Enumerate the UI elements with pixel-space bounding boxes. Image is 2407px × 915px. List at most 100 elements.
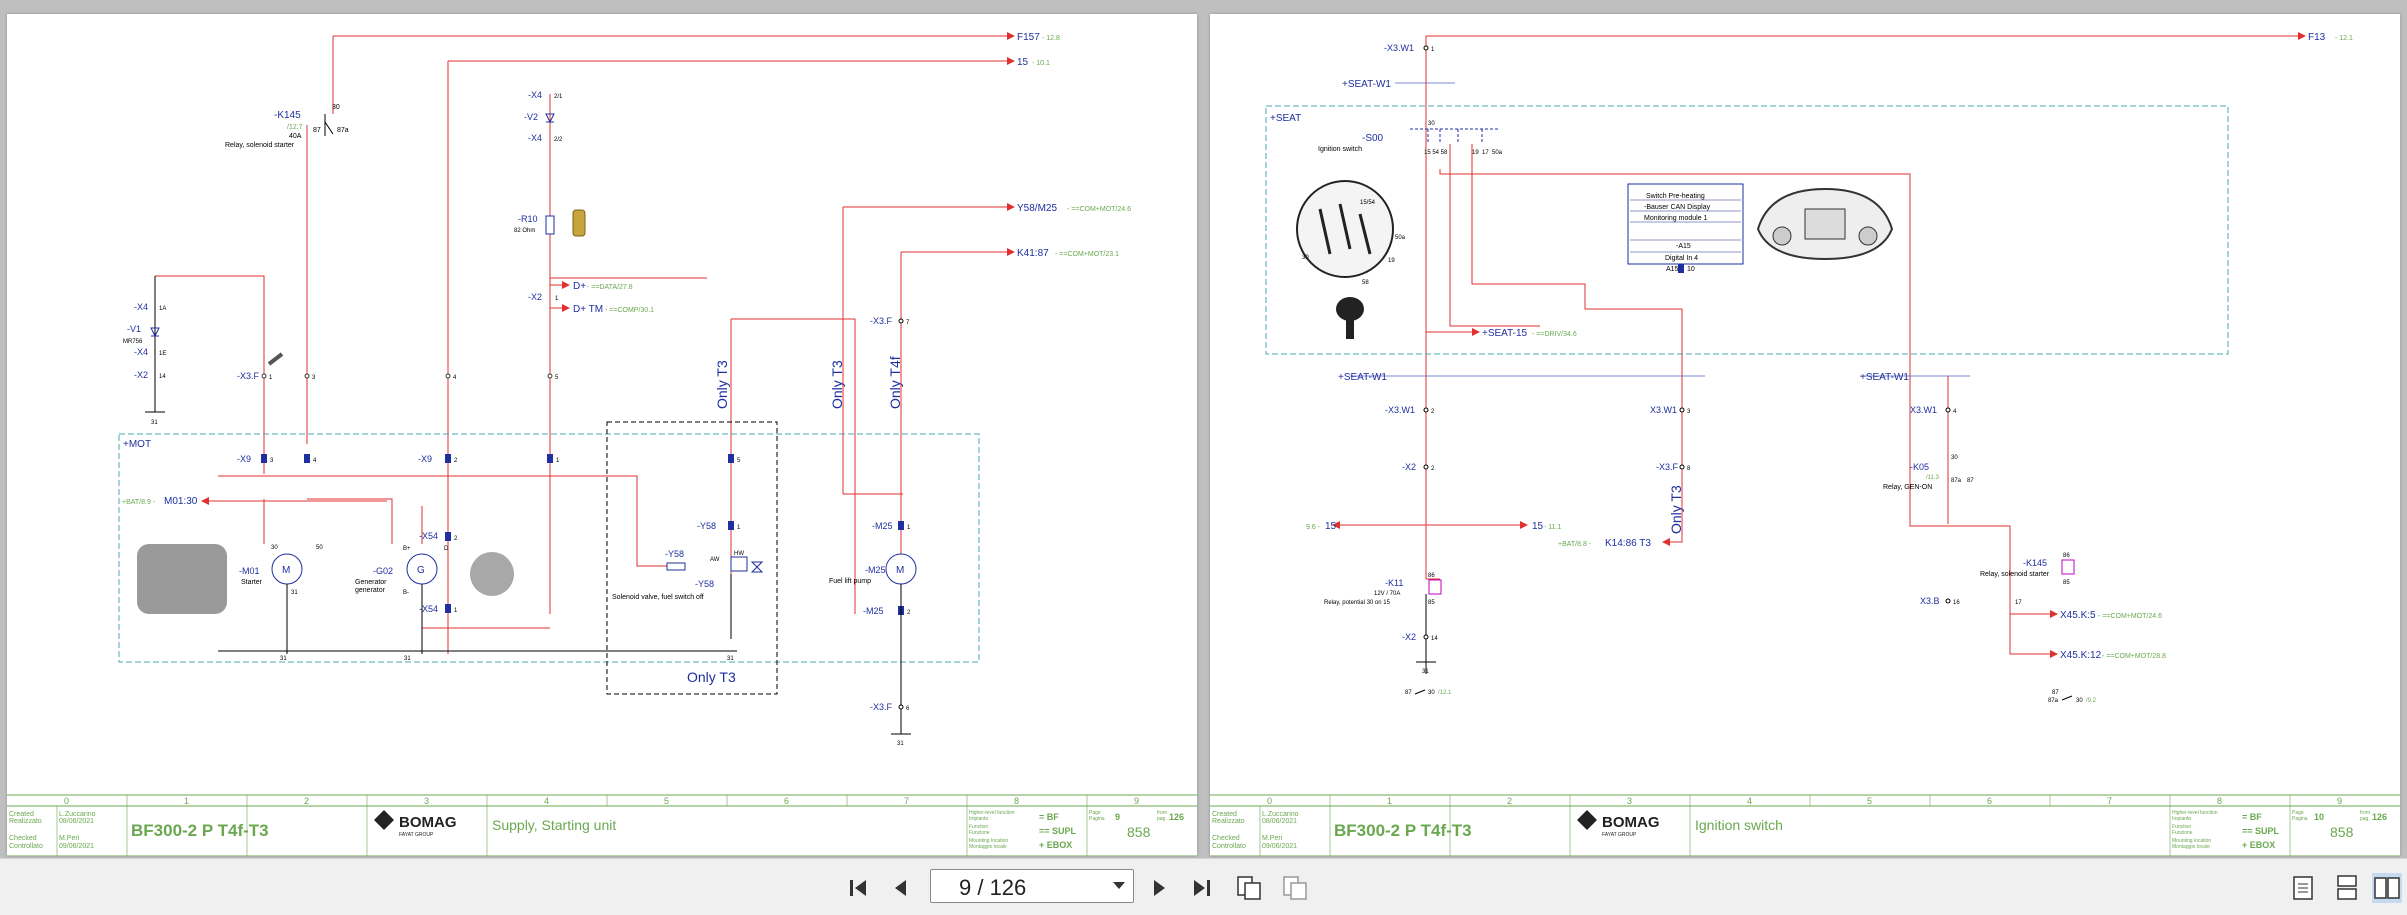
- svg-text:3: 3: [424, 796, 429, 806]
- svg-text:Pagina: Pagina: [1089, 816, 1105, 822]
- chevron-down-icon[interactable]: [1113, 882, 1125, 889]
- svg-text:- 12.8: - 12.8: [1042, 35, 1060, 42]
- svg-text:1: 1: [1431, 47, 1435, 53]
- svg-text:Relay, potential 30 on 15: Relay, potential 30 on 15: [1324, 600, 1391, 606]
- svg-text:1: 1: [269, 375, 273, 381]
- schematic-page-9[interactable]: F157 15 Y58/M25 K41:87 D+ D+ TM M01:30 -…: [7, 14, 1197, 856]
- area-seat: [1265, 105, 2229, 355]
- display-panel-icon: [1756, 187, 1894, 261]
- svg-text:X3.W1: X3.W1: [1910, 405, 1937, 415]
- svg-text:2: 2: [454, 458, 458, 464]
- svg-text:Mounting location: Mounting location: [969, 838, 1008, 844]
- relay-k145: -K145 30 87 87a /12.7 40A Relay, solenoi…: [225, 104, 349, 149]
- svg-text:Starter: Starter: [241, 579, 263, 586]
- duplicate-icon[interactable]: [1280, 873, 1310, 903]
- svg-text:= BF: = BF: [2242, 812, 2262, 822]
- svg-text:-G02: -G02: [373, 566, 393, 576]
- bomag-logo: BOMAG FAYAT GROUP: [374, 810, 457, 838]
- svg-text:-X9: -X9: [418, 454, 432, 464]
- svg-text:2: 2: [454, 536, 458, 542]
- svg-text:16: 16: [1953, 600, 1960, 606]
- two-page-view-icon[interactable]: [2372, 873, 2402, 903]
- seat-w1-label-2: +SEAT-W1: [1338, 372, 1387, 383]
- schematic-page-10[interactable]: F13 15 15 K14:86 T3 X45.K:5 X45.K:12 +SE…: [1210, 14, 2400, 856]
- svg-text:-X54: -X54: [419, 604, 438, 614]
- svg-text:- ==COMP/30.1: - ==COMP/30.1: [605, 307, 654, 314]
- svg-text:BOMAG: BOMAG: [399, 814, 457, 831]
- single-page-view-icon[interactable]: [2288, 873, 2318, 903]
- ref-dplus: D+: [573, 281, 586, 292]
- prev-page-icon[interactable]: [886, 873, 916, 903]
- svg-text:1: 1: [907, 525, 911, 531]
- schematic-drawing: F13 15 15 K14:86 T3 X45.K:5 X45.K:12 +SE…: [1210, 32, 2400, 856]
- svg-text:- 11.1: - 11.1: [1544, 524, 1561, 531]
- first-page-icon[interactable]: [843, 873, 873, 903]
- ignition-switch-s00: -S00 Ignition switch 30 15 54 58 19 17 5…: [1296, 121, 1503, 339]
- svg-text:FAYAT GROUP: FAYAT GROUP: [399, 832, 434, 838]
- svg-text:L.Zuccarino: L.Zuccarino: [1262, 811, 1299, 818]
- svg-text:-M01: -M01: [239, 566, 260, 576]
- svg-text:M: M: [282, 565, 290, 576]
- svg-text:+ EBOX: + EBOX: [2242, 840, 2275, 850]
- svg-text:+BAT/8.8 -: +BAT/8.8 -: [1558, 541, 1592, 548]
- module-a15: Switch Pre-heating -Bauser CAN Display M…: [1627, 183, 1744, 273]
- svg-text:4: 4: [313, 458, 317, 464]
- svg-text:Funzione: Funzione: [2172, 830, 2193, 836]
- svg-text:Ignition switch: Ignition switch: [1318, 146, 1362, 153]
- page-number-input[interactable]: 9 / 126: [930, 869, 1134, 903]
- svg-text:Checked: Checked: [9, 835, 37, 842]
- svg-text:9.6 -: 9.6 -: [1306, 524, 1321, 531]
- svg-text:Montaggio locale: Montaggio locale: [2172, 844, 2210, 850]
- svg-text:126: 126: [1169, 812, 1184, 822]
- svg-text:-M25: -M25: [872, 521, 893, 531]
- svg-text:MR756: MR756: [123, 339, 143, 345]
- svg-text:Impianto: Impianto: [2172, 816, 2191, 822]
- svg-text:-M25: -M25: [865, 565, 886, 575]
- continuous-view-icon[interactable]: [2332, 873, 2362, 903]
- svg-text:31: 31: [291, 590, 298, 596]
- svg-text:Fuel lift pump: Fuel lift pump: [829, 578, 871, 585]
- svg-text:2: 2: [1507, 796, 1512, 806]
- svg-text:Higher-level function: Higher-level function: [969, 810, 1015, 816]
- svg-text:31: 31: [404, 656, 411, 662]
- svg-text:-A15: -A15: [1676, 243, 1691, 250]
- svg-text:-Bauser CAN Display: -Bauser CAN Display: [1644, 204, 1711, 211]
- sheet-title: Ignition switch: [1695, 817, 1783, 833]
- ref-f13: F13: [2308, 32, 2326, 43]
- svg-text:== SUPL: == SUPL: [2242, 826, 2280, 836]
- svg-text:HW: HW: [734, 551, 744, 557]
- svg-text:7: 7: [906, 320, 910, 326]
- ref-15-right: 15: [1532, 521, 1544, 532]
- svg-text:58: 58: [1362, 280, 1369, 286]
- svg-text:/9.2: /9.2: [2086, 698, 2097, 704]
- ref-x45-12: X45.K:12: [2060, 650, 2102, 661]
- svg-text:Relay, solenoid starter: Relay, solenoid starter: [225, 142, 295, 149]
- svg-text:Solenoid valve, fuel switch of: Solenoid valve, fuel switch off: [612, 594, 704, 601]
- svg-text:9: 9: [1134, 796, 1139, 806]
- svg-text:7: 7: [2107, 796, 2112, 806]
- svg-text:15/54: 15/54: [1360, 200, 1376, 206]
- svg-text:17: 17: [1482, 150, 1489, 156]
- svg-text:-X4: -X4: [528, 133, 542, 143]
- last-page-icon[interactable]: [1187, 873, 1217, 903]
- svg-text:from: from: [1157, 810, 1167, 816]
- svg-text:Realizzato: Realizzato: [9, 818, 42, 825]
- svg-text:-V2: -V2: [524, 112, 538, 122]
- svg-text:3: 3: [1627, 796, 1632, 806]
- svg-text:50: 50: [316, 545, 323, 551]
- svg-text:1: 1: [454, 608, 458, 614]
- relay-k11-column: -X3.W1 2 -X2 2 -K11 12V / 70A Relay, pot…: [1324, 405, 1452, 696]
- svg-text:Generator: Generator: [355, 579, 387, 586]
- svg-text:/12.1: /12.1: [1438, 690, 1452, 696]
- svg-text:-K145: -K145: [274, 110, 301, 121]
- svg-text:-X3.F: -X3.F: [237, 371, 260, 381]
- x3f-column: X3.W1 3 -X3.F 8 Only T3: [1650, 405, 1691, 534]
- svg-text:+ EBOX: + EBOX: [1039, 840, 1072, 850]
- svg-text:/12.7: /12.7: [287, 124, 303, 131]
- rotate-icon[interactable]: [1234, 873, 1264, 903]
- next-page-icon[interactable]: [1144, 873, 1174, 903]
- svg-text:B+: B+: [403, 546, 411, 552]
- ref-m01: M01:30: [164, 496, 198, 507]
- svg-text:+BAT/8.9 -: +BAT/8.9 -: [122, 499, 156, 506]
- svg-text:08/06/2021: 08/06/2021: [59, 818, 94, 825]
